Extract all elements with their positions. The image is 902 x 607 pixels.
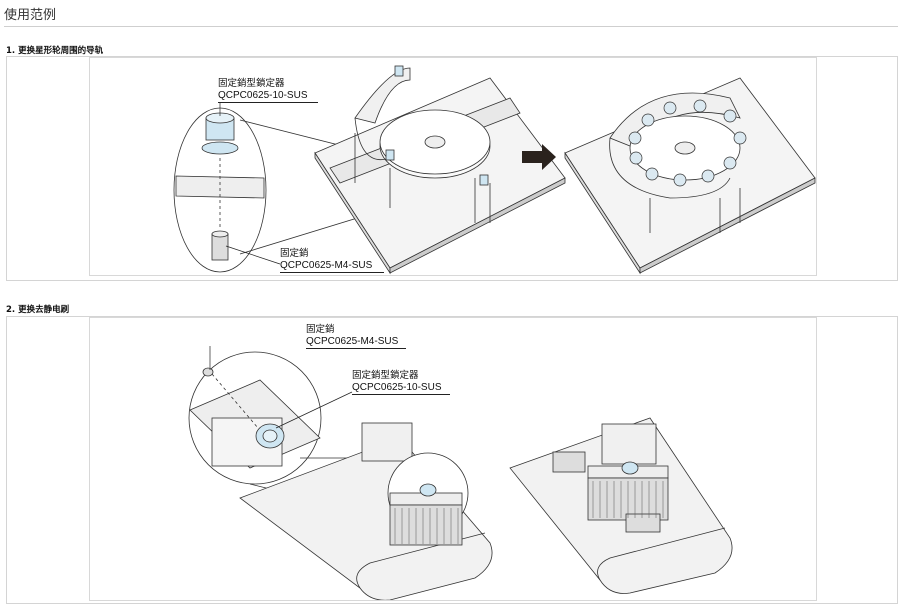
page-title: 使用范例: [4, 8, 57, 23]
section-heading-1: 1. 更换星形轮周围的导轨: [6, 46, 104, 56]
arrow-right-icon: [522, 144, 556, 170]
section-panel-2: 固定銷 QCPC0625-M4-SUS 固定銷型鎖定器 QCPC0625-10-…: [6, 316, 898, 604]
static-brush-illustration: [188, 346, 733, 600]
callout-fixed-pin-2: 固定銷 QCPC0625-M4-SUS: [306, 324, 406, 349]
starwheel-guide-figure: 固定銷型鎖定器 QCPC0625-10-SUS 固定銷 QCPC0625-M4-…: [89, 57, 817, 276]
section-panel-1: 固定銷型鎖定器 QCPC0625-10-SUS 固定銷 QCPC0625-M4-…: [6, 56, 898, 281]
callout-pin-locker-2: 固定銷型鎖定器 QCPC0625-10-SUS: [352, 370, 450, 395]
starwheel-guide-illustration: [173, 65, 816, 275]
callout-fixed-pin-1: 固定銷 QCPC0625-M4-SUS: [280, 248, 384, 273]
static-brush-figure: 固定銷 QCPC0625-M4-SUS 固定銷型鎖定器 QCPC0625-10-…: [89, 317, 817, 601]
section-heading-2: 2. 更换去静电刷: [6, 305, 70, 315]
title-divider: [4, 26, 898, 27]
callout-pin-locker-1: 固定銷型鎖定器 QCPC0625-10-SUS: [218, 78, 318, 103]
